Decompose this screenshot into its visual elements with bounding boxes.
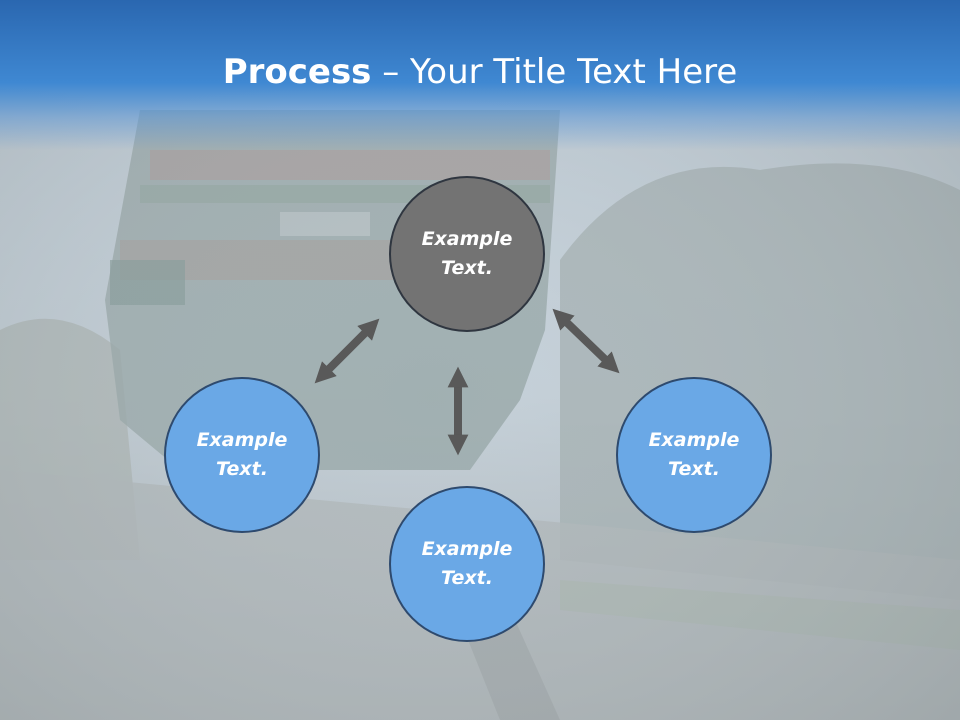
node-center: Example Text. <box>389 176 545 332</box>
node-bottom: Example Text. <box>389 486 545 642</box>
title-rest: – Your Title Text Here <box>371 52 738 92</box>
title-bold: Process <box>222 52 372 92</box>
node-right-label: Example Text. <box>648 429 740 480</box>
arrow-right <box>552 308 620 374</box>
node-center-label: Example Text. <box>421 228 513 279</box>
node-left-label: Example Text. <box>196 429 288 480</box>
node-right: Example Text. <box>616 377 772 533</box>
slide-title: Process – Your Title Text Here <box>0 52 960 92</box>
node-bottom-label: Example Text. <box>421 538 513 589</box>
arrow-left <box>314 318 380 384</box>
title-bar <box>0 0 960 150</box>
node-left: Example Text. <box>164 377 320 533</box>
